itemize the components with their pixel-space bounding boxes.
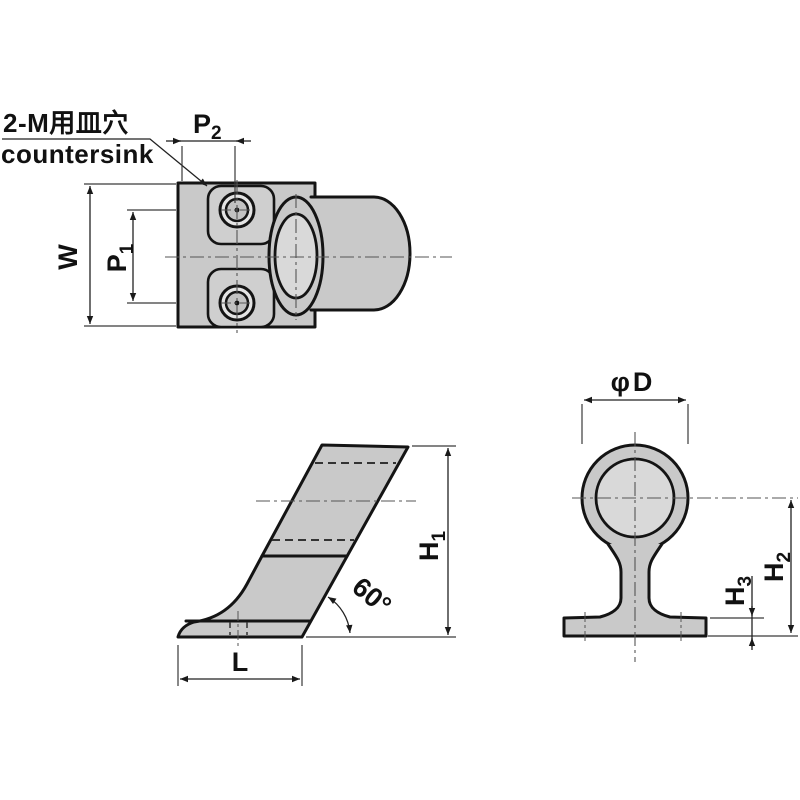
- dim-h3-label: H3: [720, 576, 756, 606]
- front-view: φD H2 H3: [562, 367, 798, 662]
- note-jp-label: 2-M用皿穴: [3, 108, 129, 138]
- dim-h3: H3: [710, 576, 764, 650]
- dim-phi-d: φD: [581, 367, 689, 444]
- dim-p2-label: P2: [193, 109, 222, 144]
- dim-h1-label: H1: [414, 531, 450, 562]
- dim-p2: P2: [166, 109, 251, 203]
- pipe-socket-cylinder: [309, 195, 412, 312]
- dim-h2-label: H2: [759, 552, 795, 582]
- dim-p1-label: P1: [102, 243, 138, 272]
- leader-line: [2, 138, 208, 187]
- dim-w: W: [53, 183, 176, 327]
- countersink-hole-bottom: [218, 284, 256, 322]
- dim-l: L: [177, 645, 303, 686]
- dim-w-label: W: [53, 244, 83, 270]
- note-en-label: countersink: [1, 139, 154, 169]
- dim-l-label: L: [232, 647, 249, 677]
- dim-phi-d-label: φD: [611, 367, 656, 397]
- dim-h1: H1: [306, 445, 456, 638]
- dim-h2: H2: [708, 500, 798, 637]
- dim-p1: P1: [102, 209, 176, 304]
- hidden-base-hole: [229, 622, 248, 635]
- base-hole-centerlines: [584, 612, 682, 643]
- top-view: 2-M用皿穴 countersink P2 W P1: [1, 108, 452, 333]
- pipe-socket-cylinder-fill: [311, 197, 410, 310]
